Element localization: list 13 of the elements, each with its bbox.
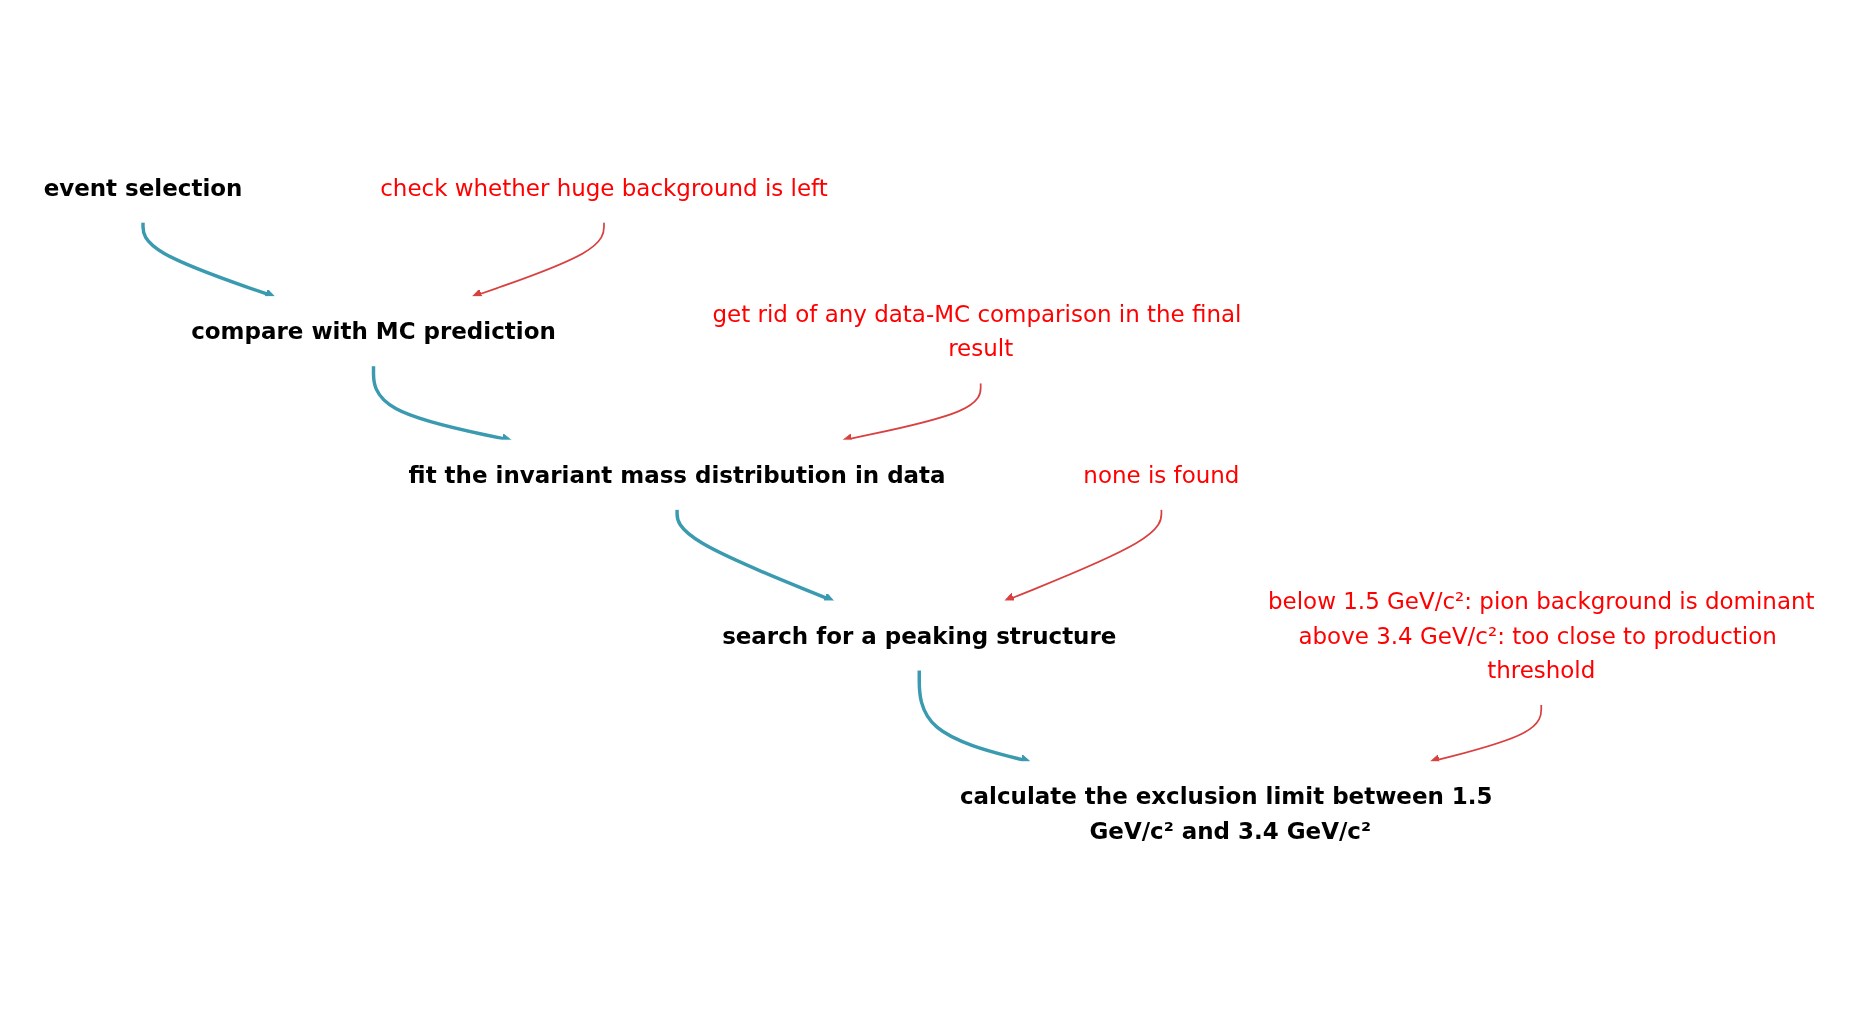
arrow — [675, 509, 835, 603]
node-text: check whether huge background is left — [380, 174, 828, 202]
node-text: none is found — [1083, 461, 1240, 489]
node-text: search for a peaking structure — [722, 622, 1117, 650]
arrow — [471, 221, 605, 299]
node-text: compare with MC prediction — [191, 317, 556, 346]
node-text: event selection — [43, 174, 243, 202]
node-text: below 1.5 GeV/c²: pion background is dominant above 3.4 GeV/c²: too close to production threshold — [1267, 587, 1815, 685]
node-text: fit the invariant mass distribution in data — [408, 461, 946, 489]
arrow — [1004, 508, 1163, 603]
node-text: calculate the exclusion limit between 1.5 GeV/c² and 3.4 GeV/c² — [959, 782, 1493, 845]
arrow — [141, 222, 276, 299]
node-text: get rid of any data-MC comparison in the final result — [712, 300, 1242, 363]
